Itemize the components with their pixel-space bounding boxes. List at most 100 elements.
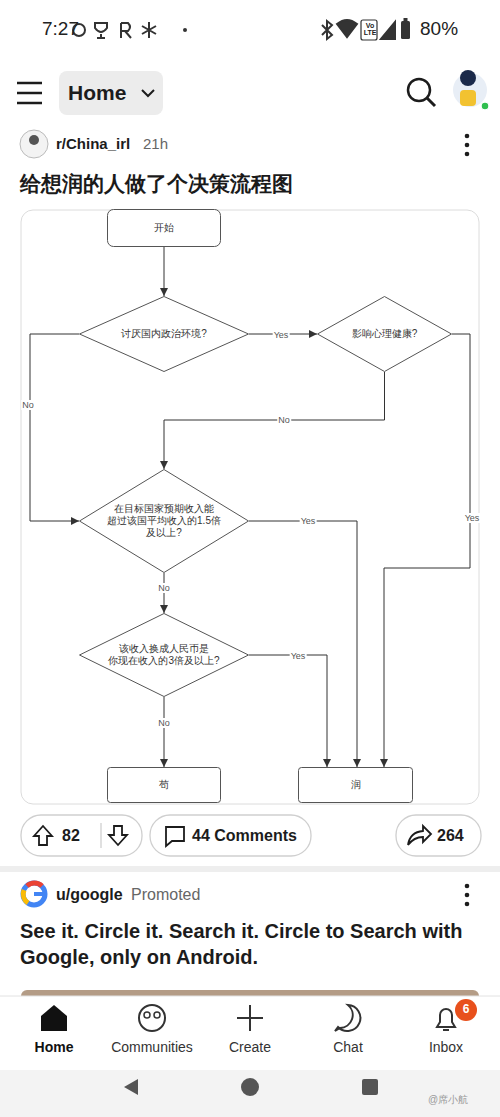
ui-text: Home bbox=[68, 80, 126, 105]
signal-icon bbox=[381, 22, 395, 39]
vote-pill bbox=[21, 815, 142, 856]
communities-icon bbox=[139, 1005, 165, 1031]
flow-arrow bbox=[164, 372, 385, 469]
ui-text: See it. Circle it. Search it. Circle to … bbox=[20, 918, 480, 970]
flow-arrow bbox=[384, 334, 470, 767]
ui-text: Vo LTE bbox=[362, 22, 378, 36]
ad-header bbox=[21, 883, 479, 1002]
wifi-icon bbox=[337, 20, 357, 37]
edge-label: Yes bbox=[290, 651, 307, 661]
ui-text: 44 Comments bbox=[192, 826, 297, 845]
menu-icon bbox=[17, 83, 42, 103]
decision-diamond: 讨厌国内政治环境? bbox=[79, 296, 249, 372]
nav-border bbox=[0, 996, 500, 997]
google-logo-red bbox=[27, 883, 42, 886]
post-title: 给想润的人做了个决策流程图 bbox=[20, 170, 293, 198]
share-icon bbox=[408, 826, 431, 845]
node-text: 开始 bbox=[154, 222, 174, 234]
edge-label: No bbox=[21, 400, 35, 410]
decision-diamond: 在目标国家预期收入能 超过该国平均收入的1.5倍 及以上? bbox=[79, 469, 249, 573]
box-shape bbox=[108, 210, 221, 247]
box-shape bbox=[108, 768, 221, 803]
diamond-shape bbox=[318, 297, 452, 372]
battery-icon bbox=[401, 21, 410, 39]
avatar-figure bbox=[29, 135, 39, 145]
home-pill bbox=[59, 71, 163, 115]
bottom-nav bbox=[0, 996, 500, 1070]
ui-text: Inbox bbox=[406, 1039, 486, 1056]
action-bar bbox=[21, 815, 481, 856]
flow-arrow bbox=[249, 521, 357, 767]
app-icon bbox=[121, 23, 131, 38]
menu-dot bbox=[465, 902, 470, 907]
ui-text: 6 bbox=[456, 1002, 476, 1016]
online-dot bbox=[481, 102, 489, 110]
trophy-icon bbox=[95, 23, 107, 38]
node-text: 影响心理健康? bbox=[352, 328, 418, 340]
comment-pill bbox=[150, 815, 311, 856]
ui-text: Communities bbox=[102, 1039, 202, 1056]
vote-divider bbox=[100, 823, 101, 848]
system-nav bbox=[0, 1070, 500, 1117]
status-icons bbox=[73, 18, 410, 40]
battery-tip bbox=[404, 18, 408, 21]
ui-text: 264 bbox=[437, 826, 464, 845]
node-text: 在目标国家预期收入能 超过该国平均收入的1.5倍 及以上? bbox=[94, 503, 234, 539]
menu-dot bbox=[465, 143, 470, 148]
share-pill bbox=[396, 815, 481, 856]
edge-label: Yes bbox=[273, 330, 290, 340]
inbox-icon bbox=[437, 1009, 455, 1030]
upvote-icon bbox=[34, 826, 52, 845]
google-logo-bar bbox=[34, 892, 45, 896]
ui-text: Chat bbox=[308, 1039, 388, 1056]
ui-text: 21h bbox=[143, 135, 168, 153]
image-panel bbox=[21, 210, 479, 804]
node-text: 该收入换成人民币是 你现在收入的3倍及以上? bbox=[94, 643, 234, 667]
downvote-icon bbox=[109, 826, 127, 845]
edge-label: Yes bbox=[464, 513, 481, 523]
ui-text: u/google bbox=[56, 885, 123, 904]
edge-label: Yes bbox=[300, 516, 317, 526]
node-text: 润 bbox=[351, 779, 361, 791]
diamond-shape bbox=[80, 470, 249, 573]
notification-badge bbox=[455, 999, 477, 1021]
post-header bbox=[20, 130, 469, 158]
volte-box bbox=[361, 20, 377, 40]
menu-dot bbox=[465, 152, 470, 157]
flow-arrow bbox=[249, 655, 327, 767]
ui-text: Create bbox=[210, 1039, 290, 1056]
start-box: 开始 bbox=[107, 209, 221, 247]
comment-icon bbox=[166, 827, 184, 846]
home-button bbox=[241, 1078, 259, 1096]
flow-arrow bbox=[164, 697, 165, 767]
ui-text: 7:27 bbox=[42, 18, 79, 41]
search-handle bbox=[427, 98, 435, 106]
avatar-head bbox=[460, 70, 476, 86]
ui-text: Promoted bbox=[131, 885, 200, 904]
menu-dot bbox=[465, 884, 470, 889]
bluetooth-icon bbox=[322, 21, 332, 39]
nav-background bbox=[0, 996, 500, 1070]
asterisk-icon bbox=[142, 22, 156, 38]
edge-label: No bbox=[157, 718, 171, 728]
ui-text: 82 bbox=[62, 826, 80, 845]
menu-dot bbox=[465, 134, 470, 139]
dot-icon bbox=[183, 28, 187, 32]
header-bar bbox=[17, 70, 489, 115]
decision-diamond: 该收入换成人民币是 你现在收入的3倍及以上? bbox=[79, 613, 249, 697]
google-logo bbox=[23, 883, 45, 905]
chevron-icon bbox=[142, 90, 154, 96]
node-text: 苟 bbox=[159, 779, 169, 791]
menu-dot bbox=[465, 893, 470, 898]
ui-text: r/China_irl bbox=[56, 135, 130, 153]
node-text: 讨厌国内政治环境? bbox=[121, 328, 207, 340]
back-button bbox=[124, 1079, 138, 1095]
edge-label: No bbox=[277, 415, 291, 425]
flow-arrow bbox=[164, 573, 165, 613]
system-bar bbox=[0, 1070, 500, 1117]
chat-icon bbox=[335, 1005, 360, 1031]
decision-diamond: 影响心理健康? bbox=[317, 296, 452, 372]
feed-separator bbox=[0, 866, 500, 872]
diamond-shape bbox=[80, 614, 249, 697]
